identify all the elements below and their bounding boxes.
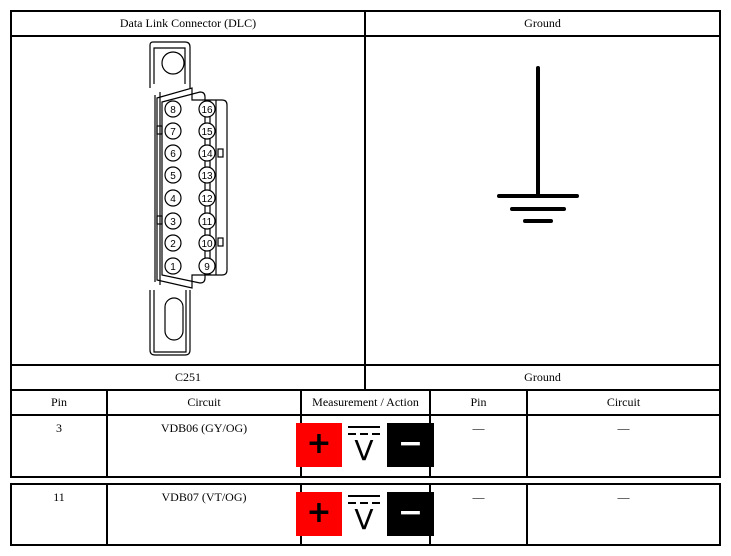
pin-label: 7 <box>170 127 176 138</box>
pin-label: 15 <box>201 127 213 138</box>
ground-header: Ground <box>524 16 561 30</box>
pin-label: 5 <box>170 171 176 182</box>
pin-label: 2 <box>170 239 176 250</box>
top-table-divider <box>364 10 366 391</box>
pin-label: 14 <box>201 149 213 160</box>
voltmeter-icon: V <box>344 423 384 467</box>
row-1-circuit: VDB06 (GY/OG) <box>160 421 248 435</box>
dlc-header: Data Link Connector (DLC) <box>119 16 257 30</box>
row-2-circuit: VDB07 (VT/OG) <box>161 490 247 504</box>
dlc-connector-diagram: 8 7 6 5 4 3 2 1 16 15 14 13 12 11 10 9 <box>149 41 228 356</box>
row-1-pin-2: — <box>472 421 485 435</box>
pin-label: 1 <box>170 262 176 273</box>
column-header-pin-2: Pin <box>470 395 487 409</box>
pin-label: 6 <box>170 149 176 160</box>
col-divider <box>526 389 528 478</box>
row-1-measurement: + V − <box>296 423 436 467</box>
col-divider <box>526 483 528 546</box>
col-divider <box>106 483 108 546</box>
ground-footer-label: Ground <box>524 370 561 384</box>
row-1-circuit-2: — <box>617 421 630 435</box>
negative-probe-icon: − <box>387 492 434 536</box>
top-table-footer-line <box>10 364 721 366</box>
voltmeter-icon: V <box>344 492 384 536</box>
pin-table-header-line <box>10 414 721 416</box>
pin-table-row-2 <box>10 483 721 546</box>
column-header-circuit-2: Circuit <box>606 395 641 409</box>
pin-label: 9 <box>204 262 210 273</box>
ground-symbol-icon <box>497 66 579 223</box>
row-2-measurement: + V − <box>296 492 436 536</box>
pin-label: 8 <box>170 105 176 116</box>
positive-probe-icon: + <box>296 423 342 467</box>
pin-label: 4 <box>170 194 176 205</box>
connector-id-label: C251 <box>174 370 201 384</box>
top-table-header-line <box>10 35 721 37</box>
row-1-pin: 3 <box>56 421 62 435</box>
pin-table <box>10 389 721 478</box>
meter-symbol: V <box>354 503 374 536</box>
row-2-pin: 11 <box>53 490 65 504</box>
row-2-pin-2: — <box>472 490 485 504</box>
pin-label: 3 <box>170 217 176 228</box>
column-header-pin: Pin <box>50 395 67 409</box>
pin-label: 11 <box>202 217 213 228</box>
row-2-circuit-2: — <box>617 490 630 504</box>
positive-probe-icon: + <box>296 492 342 536</box>
pin-label: 16 <box>201 105 213 116</box>
col-divider <box>106 389 108 478</box>
negative-probe-icon: − <box>387 423 434 467</box>
meter-symbol: V <box>354 434 374 467</box>
pin-label: 12 <box>201 194 213 205</box>
column-header-measurement: Measurement / Action <box>312 395 419 409</box>
pin-label: 13 <box>201 171 213 182</box>
pin-label: 10 <box>201 239 213 250</box>
column-header-circuit: Circuit <box>187 395 221 409</box>
